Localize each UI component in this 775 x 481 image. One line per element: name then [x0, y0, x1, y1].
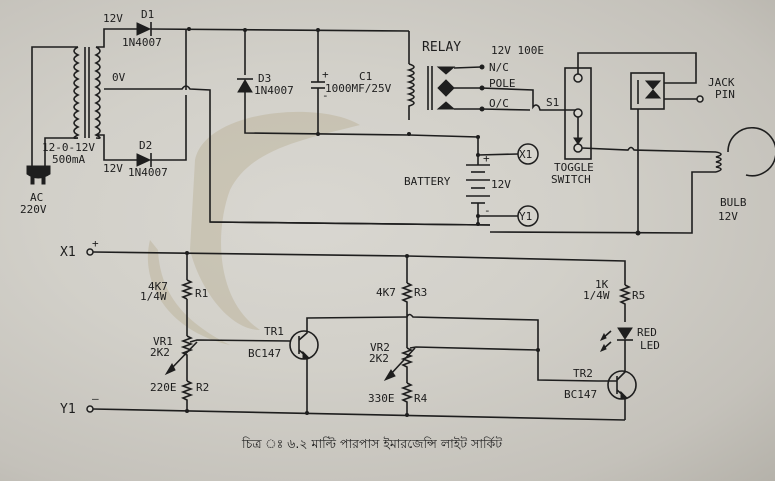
r4-value: 330E	[368, 392, 395, 405]
r1-power: 1/4W	[140, 290, 167, 303]
y1-input-sign: —	[92, 392, 99, 405]
battery-minus: -	[484, 204, 491, 217]
r1-ref: R1	[195, 287, 208, 300]
tr2-ref: TR2	[573, 367, 593, 380]
bulb-label-line2: 12V	[718, 210, 738, 223]
x1-terminal	[517, 143, 539, 165]
ac-plug-icon	[26, 46, 78, 185]
diode-d1-icon	[136, 22, 152, 36]
resistor-r3-icon	[400, 282, 414, 312]
resistor-r5-icon	[618, 284, 632, 322]
figure-caption: চিত্র ঃ ৬.২ মাল্টি পারপাস ইমারজেন্সি লাই…	[241, 436, 503, 451]
d3-part: 1N4007	[254, 84, 294, 97]
vr2-value: 2K2	[369, 352, 389, 365]
d2-label: D2	[139, 139, 152, 152]
y1-terminal-label: Y1	[519, 210, 532, 223]
transformer-rating: 12-0-12V	[42, 141, 95, 154]
y1-input-label: Y1	[60, 402, 76, 417]
r5-ref: R5	[632, 289, 645, 302]
y1-terminal	[517, 205, 539, 227]
stain	[190, 111, 360, 330]
diode-d3-icon	[237, 78, 253, 93]
vr2-ref: VR2	[370, 341, 390, 354]
resistor-r4-icon	[400, 382, 414, 415]
diode-d2-icon	[136, 153, 152, 167]
x1-input-label: X1	[60, 245, 76, 260]
switch-label-line1: TOGGLE	[554, 161, 594, 174]
r3-value: 4K7	[376, 286, 396, 299]
x1-input-sign: +	[92, 237, 99, 250]
potentiometer-vr1-icon	[180, 335, 194, 381]
relay-label: RELAY	[422, 40, 461, 55]
red-led-icon	[599, 327, 633, 352]
y1-input-terminal	[86, 405, 94, 413]
jack-label-line1: JACK	[708, 76, 735, 89]
tr1-ref: TR1	[264, 325, 284, 338]
x1-terminal-label: X1	[519, 148, 532, 161]
tr2-part: BC147	[564, 388, 597, 401]
d3-label: D3	[258, 72, 271, 85]
toggle-switch-icon[interactable]	[564, 67, 592, 160]
r3-ref: R3	[414, 286, 427, 299]
switch-label-line2: SWITCH	[551, 173, 591, 186]
switch-ref: S1	[546, 96, 559, 109]
battery-voltage: 12V	[491, 178, 511, 191]
c1-value: 1000MF/25V	[325, 82, 392, 95]
transistor-tr1-icon	[289, 316, 408, 413]
plug-label-voltage: 220V	[20, 203, 47, 216]
top-tap-label: 12V	[103, 12, 123, 25]
relay-nc: N/C	[489, 61, 509, 74]
c1-minus: -	[322, 89, 329, 102]
bottom-tap-label: 12V	[103, 162, 123, 175]
resistor-r1-icon	[180, 279, 194, 300]
potentiometer-vr2-icon	[400, 347, 414, 383]
resistor-r2-icon	[180, 380, 194, 411]
stain	[147, 240, 230, 345]
c1-plus: +	[322, 68, 329, 81]
r4-ref: R4	[414, 392, 428, 405]
bulb-icon	[715, 127, 775, 177]
relay-oc: O/C	[489, 97, 509, 110]
relay-pole: POLE	[489, 77, 516, 90]
capacitor-c1-icon	[311, 30, 325, 134]
transformer-icon	[73, 46, 101, 139]
plug-label-ac: AC	[30, 191, 43, 204]
battery-icon	[466, 155, 490, 224]
led-color: RED	[637, 326, 657, 339]
battery-plus: +	[483, 152, 490, 165]
vr1-value: 2K2	[150, 346, 170, 359]
relay-rating: 12V 100E	[491, 44, 544, 57]
r5-power: 1/4W	[583, 289, 610, 302]
center-tap-label: 0V	[112, 71, 126, 84]
d1-label: D1	[141, 8, 154, 21]
vr1-ref: VR1	[153, 335, 173, 348]
transformer-current: 500mA	[52, 153, 85, 166]
r5-value: 1K	[595, 278, 609, 291]
relay-coil-icon	[406, 63, 456, 120]
jack-pin-icon[interactable]	[630, 72, 665, 110]
d2-part: 1N4007	[128, 166, 168, 179]
r2-value: 220E	[150, 381, 177, 394]
tr1-part: BC147	[248, 347, 281, 360]
d1-part: 1N4007	[122, 36, 162, 49]
r2-ref: R2	[196, 381, 209, 394]
c1-label: C1	[359, 70, 372, 83]
r1-value: 4K7	[148, 280, 168, 293]
led-label: LED	[640, 339, 660, 352]
bulb-label-line1: BULB	[720, 196, 747, 209]
transistor-tr2-icon	[598, 370, 637, 420]
jack-label-line2: PIN	[715, 88, 735, 101]
battery-label: BATTERY	[404, 175, 451, 188]
